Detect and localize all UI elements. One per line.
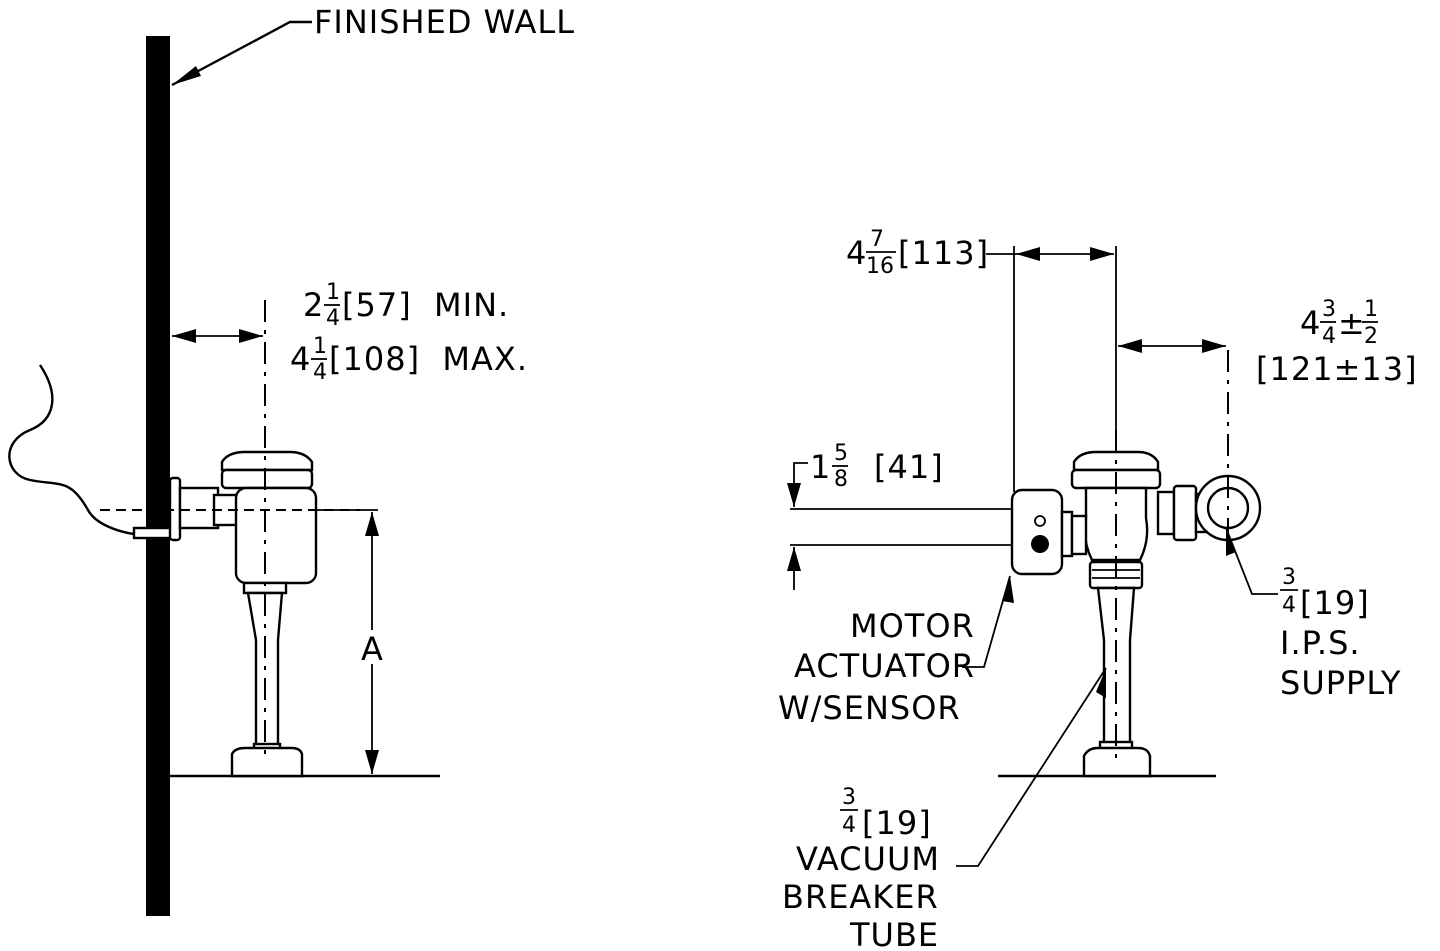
motor-actuator-box: [1010, 488, 1064, 576]
vacuum-breaker-leader: [956, 667, 1107, 867]
svg-text:VACUUM: VACUUM: [796, 840, 940, 878]
svg-text:ACTUATOR: ACTUATOR: [794, 647, 975, 685]
svg-text:MOTOR: MOTOR: [850, 607, 975, 645]
finished-wall-label: FINISHED WALL: [314, 3, 575, 41]
svg-text:4: 4: [846, 234, 867, 272]
supply-label: 3 4 [19] I.P.S. SUPPLY: [1280, 565, 1401, 702]
svg-text:[108] MAX.: [108] MAX.: [329, 340, 528, 378]
svg-text:1: 1: [1364, 297, 1378, 322]
svg-text:8: 8: [834, 467, 848, 492]
svg-text:TUBE: TUBE: [849, 916, 939, 951]
svg-text:I.P.S.: I.P.S.: [1280, 624, 1361, 662]
svg-text:4: 4: [313, 360, 327, 385]
top-dimension-label: 4 7 16 [113]: [846, 227, 989, 279]
svg-text:5: 5: [834, 441, 848, 466]
svg-text:[19]: [19]: [862, 804, 932, 842]
left-dimension-label: 1 5 8 [41]: [810, 441, 944, 492]
svg-text:3: 3: [1282, 565, 1296, 590]
svg-text:4: 4: [1322, 324, 1336, 349]
svg-text:[41]: [41]: [874, 448, 944, 486]
svg-text:3: 3: [1322, 297, 1336, 322]
dimension-a-label: A: [361, 630, 384, 668]
svg-text:4: 4: [1300, 304, 1321, 342]
min-dimension-label: 2 1 4 [57] MIN.: [303, 280, 509, 331]
svg-text:4: 4: [326, 306, 340, 331]
svg-text:[113]: [113]: [898, 234, 989, 272]
svg-text:[121±13]: [121±13]: [1256, 350, 1418, 388]
svg-text:3: 3: [842, 785, 856, 810]
svg-text:2: 2: [303, 286, 324, 324]
side-view: FINISHED WALL A: [8, 3, 575, 916]
motor-actuator-leader: [962, 575, 1011, 668]
svg-text:1: 1: [810, 448, 831, 486]
svg-text:[19]: [19]: [1300, 584, 1370, 622]
max-dimension-label: 4 1 4 [108] MAX.: [290, 334, 528, 385]
svg-text:16: 16: [866, 254, 894, 279]
svg-text:4: 4: [842, 813, 856, 838]
finished-wall: [146, 36, 170, 916]
front-view: 4 7 16 [113] 4 3 4 ± 1 2 [121±13] 1: [778, 227, 1418, 951]
svg-text:2: 2: [1364, 324, 1378, 349]
svg-text:[57] MIN.: [57] MIN.: [342, 286, 509, 324]
svg-text:4: 4: [290, 340, 311, 378]
svg-text:4: 4: [1282, 593, 1296, 618]
svg-text:7: 7: [870, 227, 884, 252]
sensor-wire: [8, 364, 135, 536]
svg-text:W/SENSOR: W/SENSOR: [778, 689, 961, 727]
svg-text:BREAKER: BREAKER: [782, 878, 939, 916]
svg-text:1: 1: [313, 334, 327, 359]
finished-wall-leader: [171, 20, 312, 87]
svg-text:1: 1: [326, 280, 340, 305]
vacuum-breaker-label: 3 4 [19] VACUUM BREAKER TUBE: [782, 785, 940, 951]
svg-text:SUPPLY: SUPPLY: [1280, 664, 1401, 702]
motor-actuator-label: MOTOR ACTUATOR W/SENSOR: [778, 607, 975, 727]
svg-text:±: ±: [1338, 304, 1366, 342]
right-dimension-label: 4 3 4 ± 1 2 [121±13]: [1256, 297, 1418, 388]
